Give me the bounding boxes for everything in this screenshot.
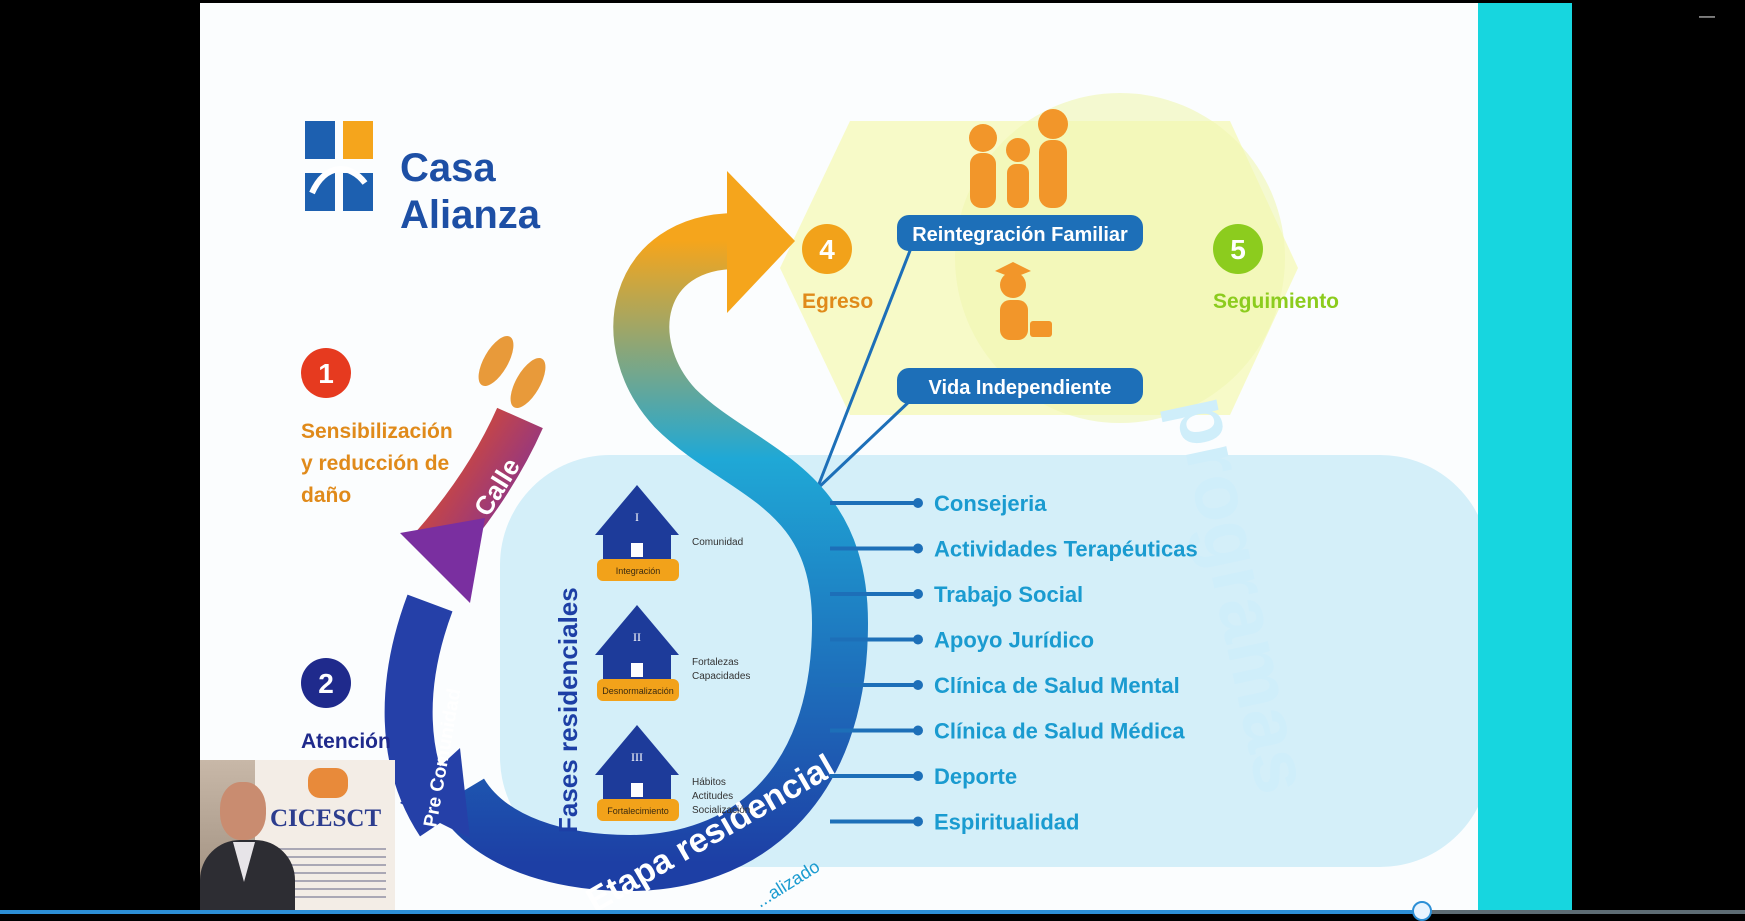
- family-icon: [969, 109, 1068, 208]
- step-number-circle: [301, 658, 351, 708]
- phase-tag-badge: [597, 799, 679, 821]
- step-number: 2: [318, 668, 334, 699]
- event-banner-title: CICESCT: [270, 805, 382, 832]
- phase-desc-line: Capacidades: [692, 671, 750, 682]
- phase-tag: Desnormalización: [602, 686, 674, 696]
- speaker-webcam: CICESCT: [200, 760, 395, 913]
- step-number-circle: [802, 224, 852, 274]
- video-progress-fill: [0, 910, 1423, 914]
- program-bullet: [913, 771, 923, 781]
- program-item[interactable]: Consejeria: [830, 491, 1047, 516]
- pre-comunidad-arrow-head: [400, 748, 470, 838]
- minimize-button[interactable]: —: [1699, 8, 1715, 25]
- phase-desc-line: Actitudes: [692, 791, 733, 802]
- step-number: 4: [819, 234, 835, 265]
- phase-house-window: [631, 543, 643, 557]
- phase-tag-badge: [597, 559, 679, 581]
- program-item[interactable]: Clínica de Salud Médica: [830, 719, 1185, 744]
- phase-house-roof: [595, 725, 679, 775]
- speaker-head: [220, 782, 266, 840]
- logo-line1: Casa: [400, 146, 496, 190]
- program-item[interactable]: Clínica de Salud Mental: [830, 673, 1180, 698]
- phase-roman: I: [635, 510, 639, 524]
- phase-tag: Fortalecimiento: [607, 806, 669, 816]
- phase-tag: Integración: [616, 566, 661, 576]
- step-label-line: daño: [301, 484, 351, 507]
- program-item[interactable]: Apoyo Jurídico: [830, 628, 1094, 653]
- logo-line2: Alianza: [400, 193, 541, 237]
- s-arrow: [436, 213, 869, 892]
- program-label: Clínica de Salud Mental: [934, 673, 1180, 698]
- fases-residenciales-title: Fases residenciales: [553, 587, 583, 833]
- step-label-line: Sensibilización: [301, 420, 453, 443]
- calle-arrow-head: [400, 518, 485, 603]
- reintegracion-label: Reintegración Familiar: [912, 224, 1128, 246]
- program-label: Actividades Terapéuticas: [934, 537, 1198, 562]
- program-label: Trabajo Social: [934, 582, 1083, 607]
- phase-desc-line: Comunidad: [692, 537, 743, 548]
- s-arrow-head: [727, 171, 795, 313]
- program-label: Deporte: [934, 764, 1017, 789]
- phase-desc-line: Fortalezas: [692, 657, 739, 668]
- phase-1: I Integración Comunidad: [595, 485, 743, 581]
- program-bullet: [913, 589, 923, 599]
- program-label: Apoyo Jurídico: [934, 628, 1094, 653]
- vida-independiente-badge[interactable]: [897, 368, 1143, 404]
- program-bullet: [913, 725, 923, 736]
- video-progress-handle[interactable]: [1412, 901, 1433, 921]
- event-logo: [308, 768, 348, 798]
- program-bullet: [913, 816, 923, 827]
- step-label-line: y reducción de: [301, 452, 449, 475]
- cyan-side-band: [1478, 3, 1572, 913]
- program-bullet: [913, 543, 923, 554]
- step-number-circle: [301, 348, 351, 398]
- phase-tag-badge: [597, 679, 679, 701]
- footprints-icon: [478, 336, 546, 408]
- step-label-line: Seguimiento: [1213, 290, 1339, 313]
- phase-roman: II: [633, 630, 641, 644]
- phase-house-window: [631, 663, 643, 677]
- program-bullet: [913, 634, 923, 645]
- phase-desc-line: Hábitos: [692, 777, 726, 788]
- step-number: 1: [318, 358, 334, 389]
- phase-roman: III: [631, 750, 643, 764]
- program-bullet: [913, 680, 923, 690]
- program-item[interactable]: Espiritualidad: [830, 810, 1079, 835]
- phase-house-roof: [595, 605, 679, 655]
- program-bullet: [913, 498, 923, 508]
- program-label: Espiritualidad: [934, 810, 1079, 835]
- step-label-line: Egreso: [802, 290, 873, 313]
- reintegracion-badge[interactable]: [897, 215, 1143, 251]
- step-number-circle: [1213, 224, 1263, 274]
- program-label: Clínica de Salud Médica: [934, 719, 1185, 744]
- phase-desc-line: Socialización: [692, 805, 750, 816]
- program-item[interactable]: Trabajo Social: [830, 582, 1083, 607]
- vida-independiente-label: Vida Independiente: [929, 377, 1112, 399]
- casa-alianza-logo: [305, 121, 373, 211]
- phase-house-roof: [595, 485, 679, 535]
- step-label-line: Atención: [301, 730, 391, 753]
- programs-panel: [500, 455, 1490, 867]
- program-item[interactable]: Actividades Terapéuticas: [830, 537, 1198, 562]
- phase-house-window: [631, 783, 643, 797]
- residential-phases: IIntegraciónComunidadIIDesnormalizaciónF…: [595, 485, 750, 821]
- program-item[interactable]: Deporte: [830, 764, 1017, 789]
- program-label: Consejeria: [934, 491, 1047, 516]
- step-number: 5: [1230, 234, 1246, 265]
- graduate-icon: [995, 262, 1052, 340]
- phase-3: III Fortalecimiento HábitosActitudesSocial…: [595, 725, 750, 821]
